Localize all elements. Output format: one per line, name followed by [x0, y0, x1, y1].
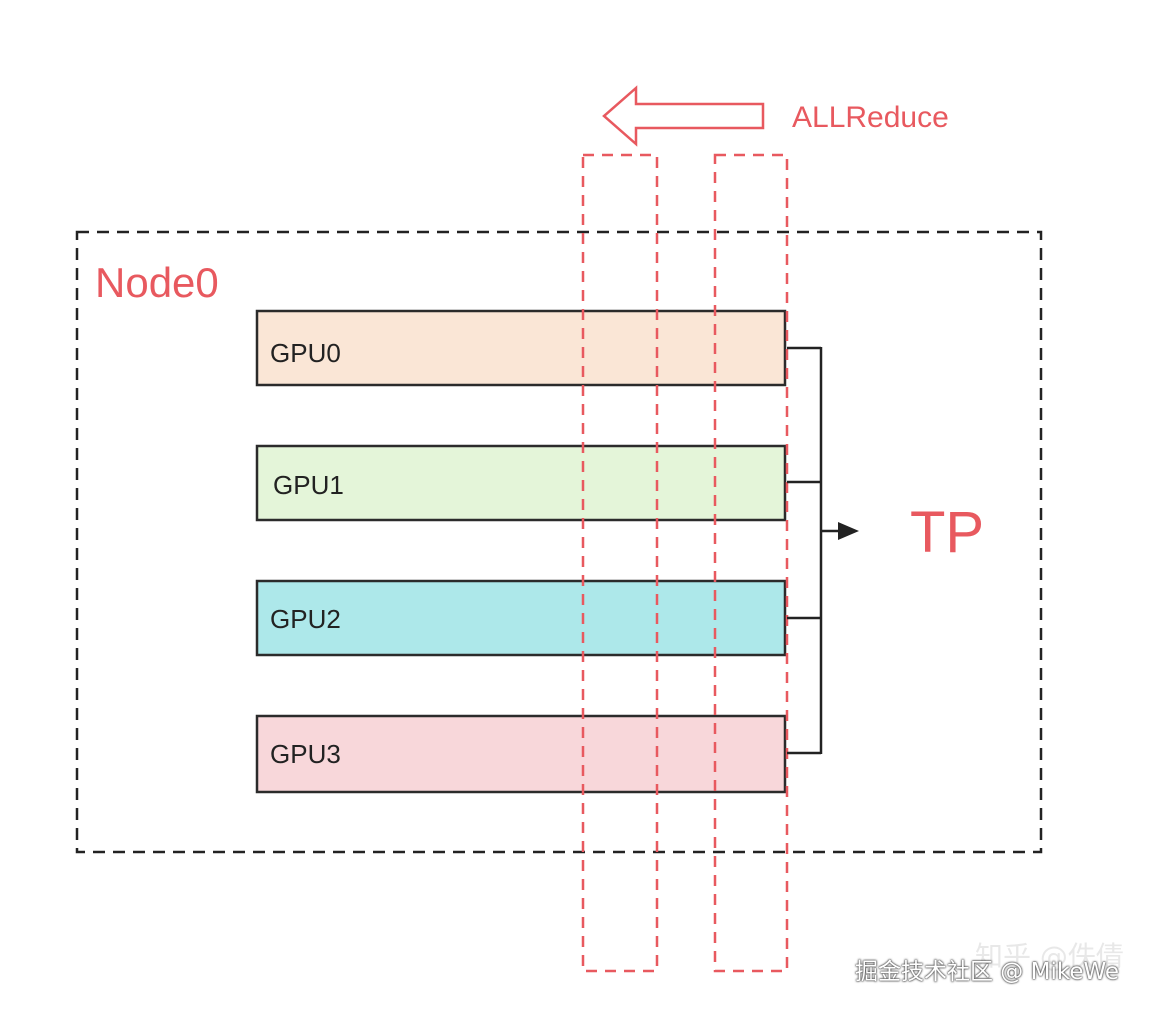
tp-bracket — [787, 346, 840, 755]
watermark-faint: 知乎 @佚倩 — [975, 940, 1124, 973]
allreduce-column-left — [581, 153, 659, 973]
tp-label: TP — [910, 500, 984, 565]
watermark: 掘金技术社区 @ MikeWe — [855, 959, 1120, 985]
allreduce-arrow-icon — [602, 85, 765, 147]
gpu-row-0: GPU0 — [255, 309, 787, 387]
allreduce-label: ALLReduce — [792, 101, 949, 134]
allreduce-column-right — [713, 153, 789, 973]
tp-arrow-icon — [838, 522, 859, 540]
gpu-row-2: GPU2 — [255, 579, 787, 657]
node-box — [75, 230, 1043, 854]
node-label: Node0 — [95, 259, 219, 306]
gpu-label: GPU0 — [270, 338, 341, 368]
gpu-bar — [255, 309, 787, 387]
gpu-label: GPU3 — [270, 739, 341, 769]
gpu-bar — [255, 579, 787, 657]
gpu-label: GPU2 — [270, 604, 341, 634]
gpu-row-3: GPU3 — [255, 714, 787, 794]
gpu-label: GPU1 — [273, 470, 344, 500]
gpu-row-1: GPU1 — [255, 444, 787, 522]
gpu-bar — [255, 444, 787, 522]
gpu-bar — [255, 714, 787, 794]
